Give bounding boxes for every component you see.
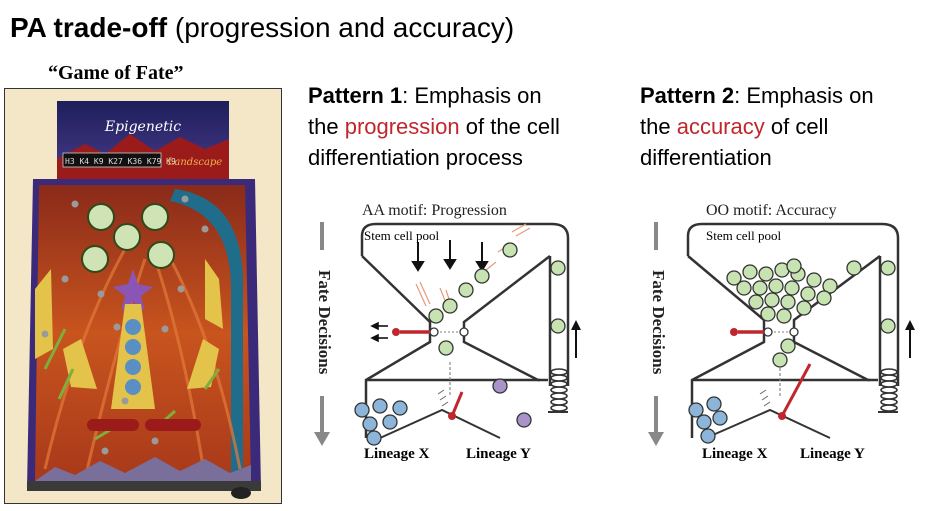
- pattern1-description: Pattern 1: Emphasis on the progression o…: [308, 80, 560, 173]
- epigenetic-word: Epigenetic: [104, 119, 181, 135]
- pattern1-line3: differentiation process: [308, 145, 523, 170]
- pattern1-lineage-x: Lineage X: [364, 446, 430, 462]
- left-bumper: [63, 339, 97, 389]
- pattern1-pool-label: Stem cell pool: [364, 228, 440, 243]
- board-tokens: [81, 203, 175, 273]
- stem-cells-crowded: [726, 258, 896, 368]
- pattern2-description: Pattern 2: Emphasis on the accuracy of c…: [640, 80, 874, 173]
- plunger-knob: [231, 487, 251, 499]
- aa-motif-title: AA motif: Progression: [362, 202, 507, 219]
- oo-motif-diagram: [648, 222, 915, 446]
- pattern1-fate-label: Fate Decisions: [315, 270, 334, 375]
- pattern2-line2: the accuracy of cell: [640, 111, 874, 142]
- slide-title-rest: (progression and accuracy): [167, 12, 515, 43]
- input-arrows: [411, 240, 489, 272]
- reprogramming-pill: [87, 419, 139, 431]
- pattern1-line1-rest: : Emphasis on: [402, 83, 542, 108]
- lineage-x-cells-2: [688, 396, 728, 444]
- pattern1-emphasis: progression: [344, 114, 460, 139]
- slide-title: PA trade-off (progression and accuracy): [10, 12, 514, 44]
- lever-arrows: [370, 321, 388, 343]
- pattern2-fate-label: Fate Decisions: [649, 270, 668, 375]
- pattern2-pool-label: Stem cell pool: [706, 228, 782, 243]
- decision-flipper-2: [780, 363, 812, 417]
- pattern2-label: Pattern 2: [640, 83, 735, 108]
- pattern1-lineage-y: Lineage Y: [466, 446, 531, 462]
- spring: [550, 368, 568, 412]
- decision-flipper: [450, 391, 464, 417]
- green-pins: [43, 328, 221, 441]
- pinballs: [41, 195, 209, 455]
- right-side-bumper: [205, 259, 223, 329]
- central-column: [111, 304, 155, 409]
- histone-tags: H3 K4 K9 K27 K36 K79 K9: [62, 152, 176, 168]
- pattern2-line3: differentiation: [640, 145, 772, 170]
- motion-streaks: [415, 223, 531, 309]
- column-discs: [125, 319, 141, 395]
- pattern1-label: Pattern 1: [308, 83, 403, 108]
- lineage-x-cells: [354, 398, 408, 446]
- slide-title-bold: PA trade-off: [10, 12, 168, 43]
- flipper-ticks: [437, 389, 449, 407]
- landscape-word: Landscape: [167, 157, 223, 168]
- pattern2-line1-rest: : Emphasis on: [734, 83, 874, 108]
- lineage-y-cells: [492, 378, 532, 428]
- pattern2-lineage-x: Lineage X: [702, 446, 768, 462]
- lineage-pill: [145, 419, 201, 431]
- funnel-outline: [360, 222, 570, 386]
- spring-2: [880, 368, 898, 412]
- effectors-bumper: [35, 269, 53, 359]
- game-of-fate-title: “Game of Fate”: [48, 62, 184, 84]
- pattern2-line2-pre: the: [640, 114, 677, 139]
- pattern2-emphasis: accuracy: [676, 114, 765, 139]
- star-token: [113, 269, 153, 311]
- right-bumper: [187, 339, 219, 389]
- pattern1-line1: Pattern 1: Emphasis on: [308, 80, 560, 111]
- game-of-fate-image: Epigenetic H3 K4 K9 K27 K36 K79 K9 Lands…: [4, 88, 282, 504]
- oo-motif-title: OO motif: Accuracy: [706, 202, 837, 219]
- pattern2-lineage-y: Lineage Y: [800, 446, 865, 462]
- stem-cells: [428, 242, 566, 356]
- pattern1-line2: the progression of the cell: [308, 111, 560, 142]
- aa-motif-diagram: [314, 222, 581, 446]
- pattern2-line2-post: of cell: [764, 114, 829, 139]
- pattern1-line2-post: of the cell: [459, 114, 560, 139]
- histone-tags-text: H3 K4 K9 K27 K36 K79 K9: [65, 157, 176, 166]
- pattern2-line1: Pattern 2: Emphasis on: [640, 80, 874, 111]
- pinball-illustration: Epigenetic H3 K4 K9 K27 K36 K79 K9 Lands…: [27, 101, 261, 499]
- fate-arrow-head: [314, 432, 330, 446]
- pattern1-line2-pre: the: [308, 114, 345, 139]
